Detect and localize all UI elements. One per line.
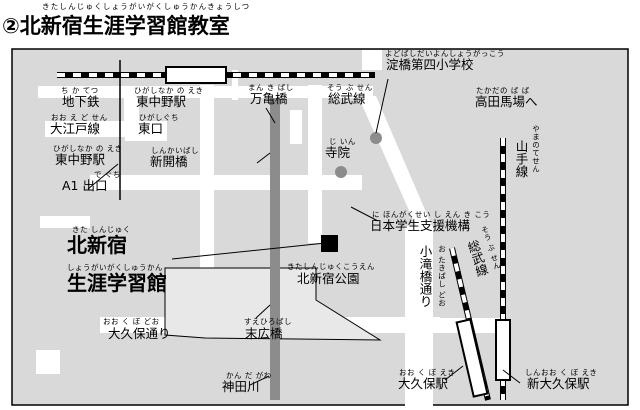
kitashinjuku-center-ruby-2: しょうがいがくしゅうかん bbox=[67, 263, 163, 272]
shin-okubo-station-ruby: しんおお く ぼ えき bbox=[525, 368, 598, 377]
okubo-station-label: 大久保駅 bbox=[398, 376, 449, 391]
oedo-line-label: 大江戸線 bbox=[50, 121, 101, 136]
leader-support bbox=[350, 206, 379, 222]
takadanobaba-label: 高田馬場へ bbox=[475, 94, 538, 109]
mangame-bridge-label: 万亀橋 bbox=[250, 91, 288, 106]
okubo-platform bbox=[455, 318, 489, 398]
facility-marker bbox=[321, 235, 338, 252]
mangame-bridge-ruby: まん き ばし bbox=[248, 83, 294, 92]
leader-lines bbox=[249, 78, 521, 386]
temple-marker bbox=[335, 166, 347, 178]
facility-pointer bbox=[171, 241, 336, 260]
a1-exit-ruby: で ぐち bbox=[94, 170, 121, 179]
leader-school bbox=[375, 78, 389, 134]
road-shinkai bbox=[90, 175, 362, 190]
kitashinjuku-center-label-1: 北新宿 bbox=[67, 233, 127, 257]
title-ruby: きたしんじゅくしょうがいがくしゅうかんきょうしつ bbox=[42, 2, 251, 11]
higashi-nakano-station-label: 東中野駅 bbox=[55, 152, 106, 167]
road-higashi-exit bbox=[45, 121, 129, 137]
yamanote-line-label: 山手線 bbox=[513, 140, 529, 178]
road-stub bbox=[232, 70, 238, 100]
chikatetsu-ruby: ち か てつ bbox=[61, 86, 99, 95]
leader-kanda bbox=[249, 375, 270, 386]
oedo-line-ruby: おお え ど せん bbox=[51, 113, 108, 122]
yamanote-line-ruby: やまのてせん bbox=[531, 125, 541, 173]
chikatetsu-label: 地下鉄 bbox=[62, 94, 100, 109]
higashi-nakano-station-ruby: ひがしなか の えき bbox=[53, 144, 123, 153]
road-southwest bbox=[36, 350, 60, 374]
kitashinjuku-park-label: 北新宿公園 bbox=[297, 271, 360, 286]
a1-pointer bbox=[87, 163, 119, 190]
yodobashi-school-label: 淀橋第四小学校 bbox=[386, 57, 474, 72]
temple-label: 寺院 bbox=[325, 145, 351, 160]
kitashinjuku-park-ruby: きたしんじゅくこうえん bbox=[287, 262, 375, 271]
shin-okubo-platform bbox=[495, 319, 511, 381]
page-title: ②北新宿生涯学習館教室 bbox=[2, 10, 230, 40]
kitashinjuku-center-ruby-1: きた しんじゅく bbox=[72, 225, 131, 234]
takadanobaba-ruby: たかだの ば ば bbox=[476, 86, 530, 95]
higashi-exit-ruby: ひがしぐち bbox=[139, 113, 179, 122]
road-west-spur bbox=[40, 216, 90, 228]
road-connector bbox=[124, 97, 139, 137]
suehiro-bridge-label: 末広橋 bbox=[245, 326, 283, 341]
shinkai-bridge-label: 新開橋 bbox=[150, 154, 188, 169]
road-temple bbox=[290, 110, 302, 144]
higashi-exit-label: 東口 bbox=[138, 121, 164, 136]
jr-higashi-nakano-label: 東中野駅 bbox=[136, 94, 187, 109]
shinkai-bridge-ruby: しんかいばし bbox=[151, 146, 199, 155]
kanda-river bbox=[270, 98, 280, 400]
suehiro-bridge-ruby: すえひろばし bbox=[244, 317, 292, 326]
okubo-street-ruby: おお く ぼ どお bbox=[103, 317, 160, 326]
sobu-line-top-ruby: そう ぶ せん bbox=[327, 83, 373, 92]
title-text: 北新宿生涯学習館教室 bbox=[19, 14, 230, 38]
okubo-street-label: 大久保通り bbox=[108, 326, 171, 341]
shin-okubo-station-label: 新大久保駅 bbox=[527, 376, 590, 391]
jr-higashi-nakano-ruby: ひがしなか の えき bbox=[134, 86, 204, 95]
leader-mangame bbox=[265, 107, 276, 124]
kitashinjuku-center-label-2: 生涯学習館 bbox=[67, 271, 167, 295]
leader-okubo bbox=[444, 365, 464, 381]
kanda-river-label: 神田川 bbox=[222, 379, 260, 394]
kotaki-bridge-street-label: 小滝橋通り bbox=[417, 245, 433, 308]
kanda-river-ruby: かん だ がわ bbox=[226, 371, 272, 380]
higashi-nakano-platform bbox=[165, 66, 227, 84]
leader-shinkai bbox=[256, 152, 271, 164]
japanese-support-label: 日本学生支援機構 bbox=[370, 218, 471, 233]
yodobashi-school-ruby: よどばしだいよんしょうがっこう bbox=[385, 49, 505, 58]
japanese-support-ruby: に ほんがくせい し えん き こう bbox=[372, 210, 491, 219]
leader-suehiro bbox=[255, 304, 271, 319]
sobu-line-top-label: 総武線 bbox=[328, 91, 366, 106]
kotaki-bridge-street-ruby: お たきばし どお bbox=[437, 245, 447, 307]
leader-shin-okubo bbox=[502, 369, 521, 384]
temple-ruby: じ いん bbox=[329, 137, 356, 146]
road-stub-north bbox=[362, 50, 382, 70]
road-vertical-mid bbox=[308, 85, 322, 243]
title-number: ② bbox=[2, 14, 20, 38]
school-marker bbox=[370, 132, 382, 144]
okubo-station-ruby: おお く ぼ えき bbox=[399, 368, 456, 377]
a1-exit-label: A1 出口 bbox=[62, 178, 108, 193]
